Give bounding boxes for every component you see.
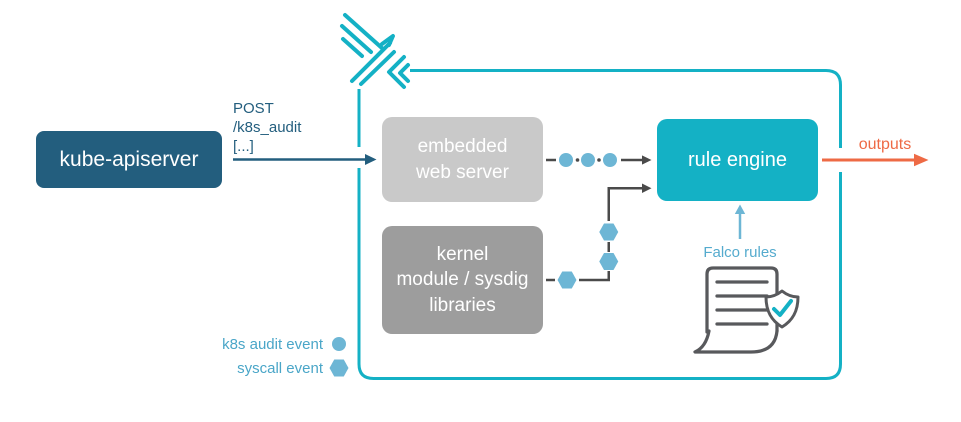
k8s-audit-event-dot <box>603 153 617 167</box>
k8s-audit-event-dot <box>581 153 595 167</box>
legend-syscall-label: syscall event <box>237 360 323 377</box>
k8s-audit-event-flow <box>546 153 652 167</box>
post-request-label: POST /k8s_audit [...] <box>233 100 302 155</box>
api-request-arrow <box>233 154 377 165</box>
falco-rules-label: Falco rules <box>703 244 777 261</box>
legend-k8s-audit-dot <box>332 337 346 351</box>
syscall-event-flow <box>546 183 652 289</box>
kube-apiserver-node: kube-apiserver <box>36 131 222 188</box>
shield-check-icon <box>764 289 800 329</box>
check-icon <box>772 299 793 317</box>
falco-container-border <box>357 69 842 380</box>
kernel-module-node: kernel module / sysdig libraries <box>382 226 543 334</box>
rules-document-icon <box>693 266 779 354</box>
k8s-audit-event-dot <box>559 153 573 167</box>
outputs-label: outputs <box>858 136 912 153</box>
rule-engine-node: rule engine <box>657 119 818 201</box>
falco-bird-icon <box>340 13 410 89</box>
falco-rules-arrow <box>734 204 746 239</box>
embedded-web-server-node: embedded web server <box>382 117 543 202</box>
syscall-event-hexagon <box>599 223 619 241</box>
syscall-event-hexagon <box>599 253 619 270</box>
legend-k8s-audit-label: k8s audit event <box>222 336 323 353</box>
syscall-event-hexagon <box>557 271 577 289</box>
outputs-arrow <box>822 153 929 167</box>
legend-syscall-hexagon <box>329 359 349 377</box>
